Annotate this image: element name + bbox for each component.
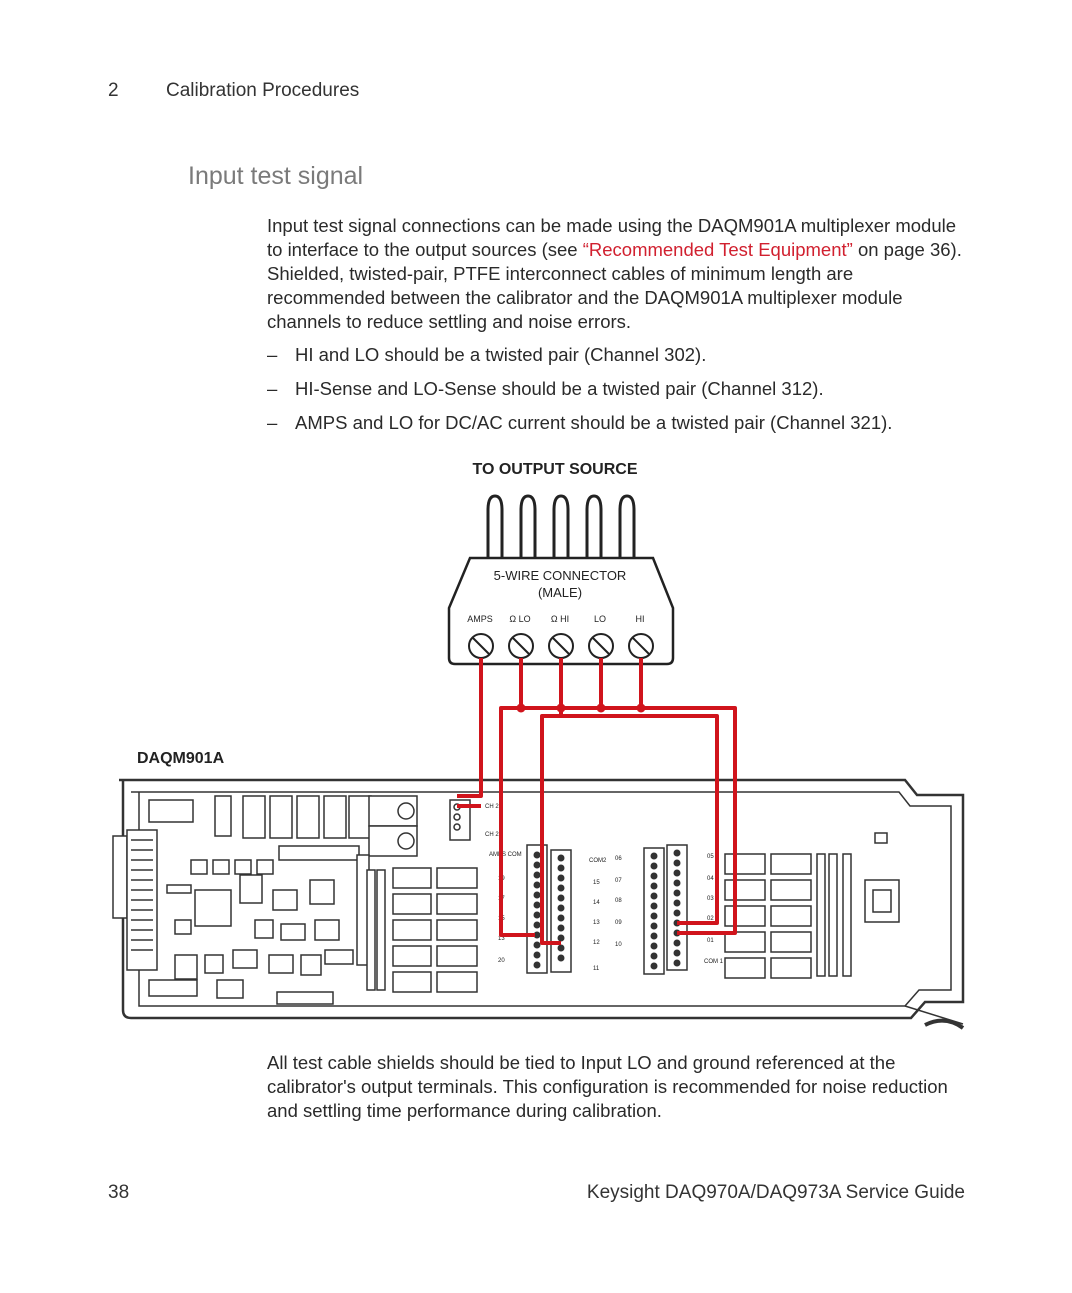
intro-text-start: Input test signal connections can be mad… <box>267 215 957 260</box>
recommended-equipment-link[interactable]: “Recommended Test Equipment” <box>582 239 853 260</box>
intro-paragraph: Input test signal connections can be mad… <box>267 214 967 334</box>
terminal-screws <box>468 633 654 659</box>
relay-banks <box>366 832 900 993</box>
bullet-list: –HI and LO should be a twisted pair (Cha… <box>267 343 987 445</box>
ch22-label: CH 22 <box>485 832 503 838</box>
svg-text:20: 20 <box>498 958 505 964</box>
list-item: –HI-Sense and LO-Sense should be a twist… <box>267 377 987 401</box>
amps-com-label: AMPS COM <box>489 852 522 858</box>
terminal-label-ohm-lo: Ω LO <box>509 614 530 624</box>
ch2-label: CH 2 <box>485 804 499 810</box>
svg-text:15: 15 <box>593 880 600 886</box>
svg-text:11: 11 <box>593 966 600 972</box>
bullet-dash: – <box>267 344 278 365</box>
svg-text:06: 06 <box>615 856 622 862</box>
terminal-label-hi: HI <box>636 614 645 624</box>
connector-title: 5-WIRE CONNECTOR <box>494 568 627 583</box>
page-number: 38 <box>108 1182 130 1203</box>
svg-text:12: 12 <box>593 940 600 946</box>
chapter-number: 2 <box>108 80 119 101</box>
channel-numbers-far: 05 04 03 02 01 <box>707 854 714 944</box>
svg-text:13: 13 <box>498 936 505 942</box>
channel-numbers-mid: 15 14 13 12 11 <box>593 880 600 972</box>
wiring-diagram: TO OUTPUT SOURCE 5-WIRE CONNECTOR (MALE)… <box>112 461 965 1030</box>
chapter-title: Calibration Procedures <box>166 80 360 101</box>
svg-text:08: 08 <box>615 898 622 904</box>
ch2-terminal <box>449 799 471 841</box>
channel-numbers-right: 06 07 08 09 10 <box>615 856 622 948</box>
source-label: TO OUTPUT SOURCE <box>472 461 637 478</box>
terminal-label-amps: AMPS <box>467 614 493 624</box>
svg-text:05: 05 <box>707 854 714 860</box>
terminal-label-ohm-hi: Ω HI <box>551 614 569 624</box>
svg-text:09: 09 <box>615 920 622 926</box>
section-title: Input test signal <box>188 162 364 190</box>
wire-junctions <box>516 703 646 713</box>
terminal-label-lo: LO <box>594 614 606 624</box>
svg-text:07: 07 <box>615 878 622 884</box>
board-components <box>148 795 418 1005</box>
test-wires <box>457 658 737 945</box>
bullet-text: HI and LO should be a twisted pair (Chan… <box>295 344 707 365</box>
cable-loops <box>486 494 636 558</box>
com1-label: COM 1 <box>704 959 724 965</box>
bullet-text: HI-Sense and LO-Sense should be a twiste… <box>295 378 824 399</box>
svg-text:13: 13 <box>593 920 600 926</box>
bullet-text: AMPS and LO for DC/AC current should be … <box>295 412 893 433</box>
terminal-pins <box>533 849 681 970</box>
terminal-strips <box>526 844 688 975</box>
document-title: Keysight DAQ970A/DAQ973A Service Guide <box>586 1182 965 1203</box>
svg-text:04: 04 <box>707 876 714 882</box>
intro-text-end: on page 36). Shielded, twisted-pair, PTF… <box>267 239 962 332</box>
bullet-dash: – <box>267 378 278 399</box>
connector-subtitle: (MALE) <box>538 585 582 600</box>
outro-paragraph: All test cable shields should be tied to… <box>267 1052 948 1121</box>
bullet-dash: – <box>267 412 278 433</box>
module-label: DAQM901A <box>137 750 225 767</box>
list-item: –HI and LO should be a twisted pair (Cha… <box>267 343 987 367</box>
svg-text:14: 14 <box>593 900 600 906</box>
com2-label: COM2 <box>589 858 607 864</box>
svg-text:01: 01 <box>707 938 714 944</box>
svg-text:02: 02 <box>707 916 714 922</box>
svg-text:03: 03 <box>707 896 714 902</box>
svg-text:10: 10 <box>615 942 622 948</box>
connector-body <box>447 556 675 666</box>
list-item: –AMPS and LO for DC/AC current should be… <box>267 411 987 435</box>
edge-connector <box>112 829 158 971</box>
